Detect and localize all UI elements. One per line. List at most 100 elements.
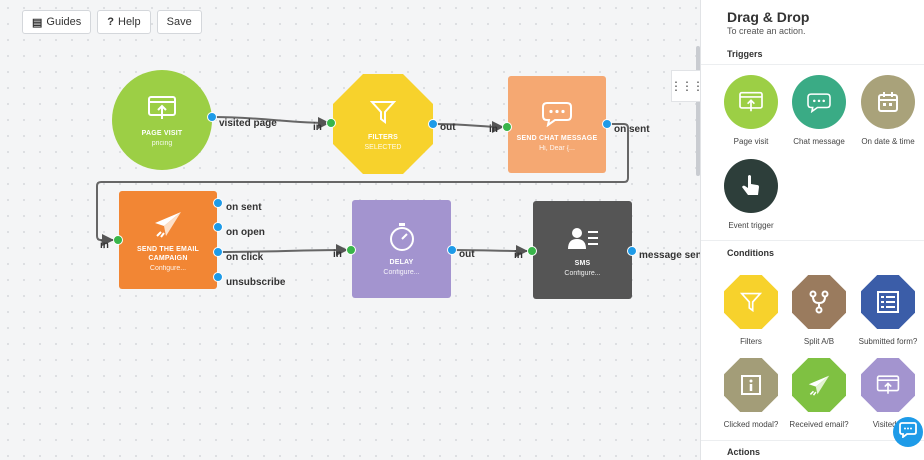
- book-icon: ▤: [32, 16, 43, 29]
- port-sms-in[interactable]: [527, 246, 537, 256]
- chat-icon: [792, 75, 846, 129]
- paper-plane-icon: [151, 209, 185, 239]
- port-email-in[interactable]: [113, 235, 123, 245]
- port-delay-in[interactable]: [346, 245, 356, 255]
- help-button[interactable]: ? Help: [97, 10, 151, 34]
- port-email-on-open[interactable]: [213, 222, 223, 232]
- node-title: SMS: [574, 260, 591, 267]
- label-in: in: [514, 250, 523, 261]
- tile-label: Submitted form?: [858, 337, 918, 346]
- split-icon: [792, 275, 846, 329]
- toolbar: ▤ Guides ? Help Save: [22, 10, 202, 34]
- tile-label: Clicked modal?: [723, 420, 779, 429]
- node-delay[interactable]: DELAY Configure...: [352, 200, 451, 298]
- calendar-icon: [861, 75, 915, 129]
- tile-clicked-modal[interactable]: Clicked modal?: [716, 358, 786, 429]
- triggers-heading: Triggers: [727, 49, 763, 59]
- node-page-visit[interactable]: PAGE VISIT pricing: [112, 70, 212, 170]
- label-message-sent: message sent: [639, 250, 700, 261]
- node-subtitle: pricing: [151, 140, 173, 147]
- page-visit-icon: [724, 75, 778, 129]
- vertical-scrollbar[interactable]: [696, 46, 700, 176]
- tile-label: Split A/B: [803, 337, 835, 346]
- guides-button[interactable]: ▤ Guides: [22, 10, 92, 34]
- tile-event-trigger[interactable]: Event trigger: [716, 159, 786, 230]
- label-in: in: [100, 240, 109, 251]
- node-filters[interactable]: FILTERS SELECTED: [333, 74, 433, 174]
- label-visited-page: visited page: [219, 118, 277, 129]
- tile-filters[interactable]: Filters: [716, 275, 786, 346]
- label-out: out: [440, 122, 456, 133]
- grid-icon: ⋮⋮⋮: [670, 79, 704, 93]
- tile-label: Event trigger: [728, 221, 774, 230]
- port-email-on-sent[interactable]: [213, 198, 223, 208]
- node-subtitle: Configure...: [149, 264, 187, 272]
- actions-heading: Actions: [727, 447, 761, 457]
- node-title: FILTERS: [367, 134, 399, 141]
- port-email-on-click[interactable]: [213, 247, 223, 257]
- question-icon: ?: [107, 16, 114, 28]
- node-subtitle: Configure...: [564, 270, 601, 277]
- port-filters-in[interactable]: [326, 118, 336, 128]
- tile-page-visit[interactable]: Page visit: [716, 75, 786, 146]
- conditions-heading: Conditions: [727, 248, 774, 258]
- node-sms[interactable]: SMS Configure...: [533, 201, 632, 299]
- workflow-canvas[interactable]: ▤ Guides ? Help Save PAGE VISIT pricing: [0, 0, 700, 460]
- pointer-icon: [724, 159, 778, 213]
- port-delay-out[interactable]: [447, 245, 457, 255]
- node-title: SEND THE EMAIL CAMPAIGN: [137, 245, 199, 262]
- label-on-open: on open: [226, 227, 265, 238]
- label-on-sent: on sent: [226, 202, 262, 213]
- node-subtitle: Hi, Dear {...: [539, 144, 575, 152]
- node-send-email-campaign[interactable]: SEND THE EMAIL CAMPAIGN Configure...: [119, 191, 217, 289]
- port-page-visit-out[interactable]: [207, 112, 217, 122]
- wire-filters-chat: [432, 120, 505, 133]
- tile-split-ab[interactable]: Split A/B: [784, 275, 854, 346]
- divider: [701, 440, 924, 441]
- panel-title: Drag & Drop: [727, 9, 810, 25]
- port-chat-in[interactable]: [502, 122, 512, 132]
- wire-chat-email: [96, 123, 629, 246]
- tile-submitted-form[interactable]: Submitted form?: [853, 275, 923, 346]
- tile-chat-message[interactable]: Chat message: [784, 75, 854, 146]
- tile-label: Visited p: [872, 420, 904, 429]
- node-send-chat-message[interactable]: SEND CHAT MESSAGE Hi, Dear {...: [508, 76, 606, 173]
- modal-icon: [724, 358, 778, 412]
- drag-drop-panel: Drag & Drop To create an action. Trigger…: [700, 0, 924, 460]
- tile-visited-page[interactable]: Visited p: [853, 358, 923, 429]
- stopwatch-icon: [385, 222, 419, 252]
- tile-label: Page visit: [733, 137, 769, 146]
- tile-label: On date & time: [861, 137, 915, 146]
- filter-icon: [366, 97, 400, 127]
- label-out: out: [459, 249, 475, 260]
- label-unsubscribe: unsubscribe: [226, 277, 286, 288]
- panel-toggle-button[interactable]: ⋮⋮⋮: [670, 70, 704, 102]
- node-title: PAGE VISIT: [141, 130, 183, 137]
- port-filters-out[interactable]: [428, 119, 438, 129]
- divider: [701, 64, 924, 65]
- chat-icon: [540, 98, 574, 128]
- wire-email-delay: [218, 244, 349, 257]
- panel-hint: To create an action.: [727, 26, 806, 36]
- guides-label: Guides: [46, 16, 82, 28]
- help-label: Help: [118, 16, 141, 28]
- paper-plane-icon: [792, 358, 846, 412]
- port-sms-out[interactable]: [627, 246, 637, 256]
- filter-icon: [724, 275, 778, 329]
- save-button[interactable]: Save: [156, 10, 202, 34]
- label-in: in: [313, 122, 322, 133]
- divider: [701, 240, 924, 241]
- chat-support-button[interactable]: [893, 417, 923, 447]
- port-chat-out[interactable]: [602, 119, 612, 129]
- tile-label: Filters: [740, 337, 762, 346]
- node-subtitle: Configure...: [383, 269, 420, 276]
- tile-received-email[interactable]: Received email?: [784, 358, 854, 429]
- tile-label: Chat message: [793, 137, 845, 146]
- port-email-unsubscribe[interactable]: [213, 272, 223, 282]
- chat-bubble-icon: [899, 421, 917, 443]
- node-subtitle: SELECTED: [364, 144, 402, 151]
- form-icon: [861, 275, 915, 329]
- label-on-click: on click: [226, 252, 264, 263]
- tile-on-date-time[interactable]: On date & time: [853, 75, 923, 146]
- connection-wires: [96, 116, 629, 257]
